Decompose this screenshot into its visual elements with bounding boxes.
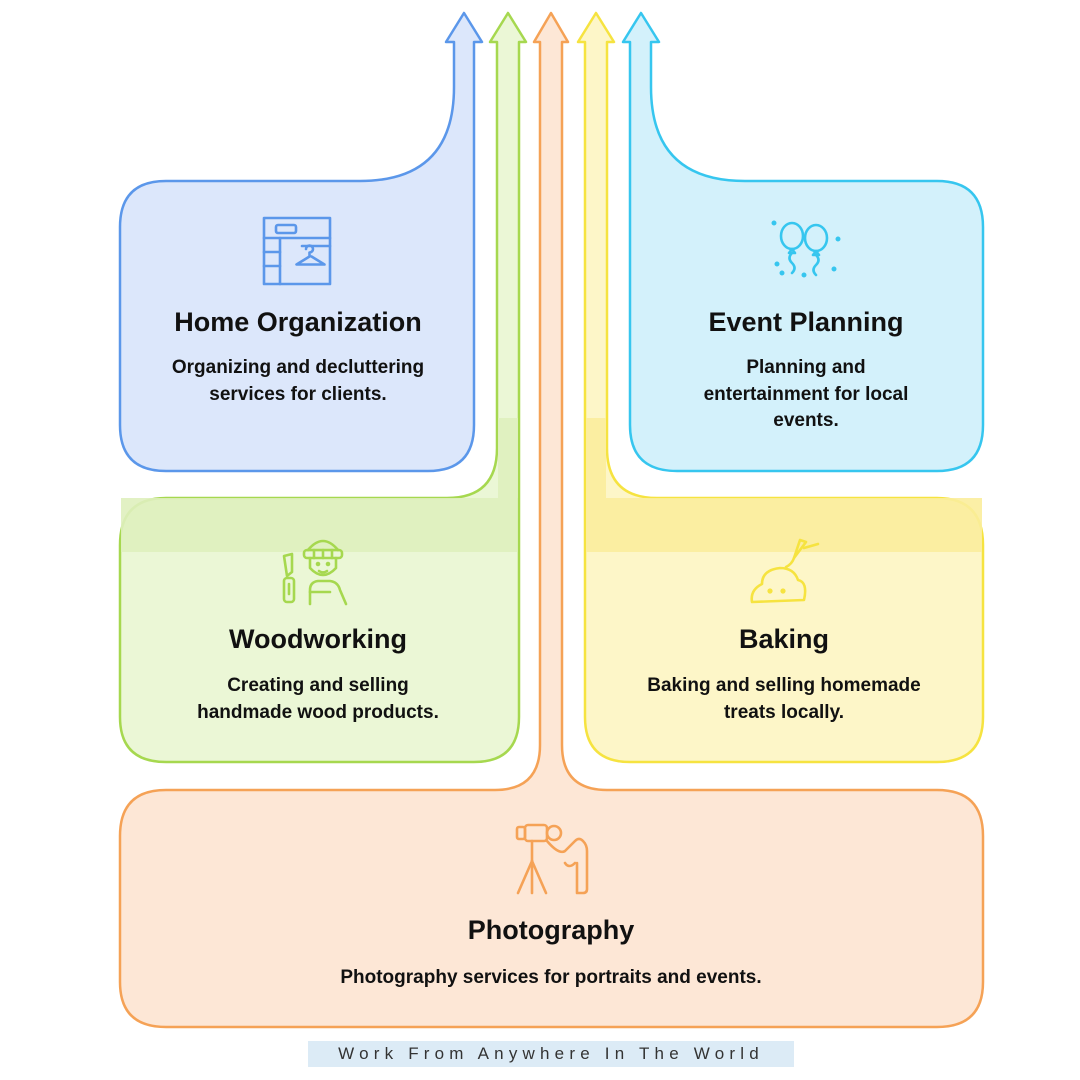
wardrobe-hanger-icon	[262, 216, 332, 286]
baking-shape	[576, 11, 985, 764]
event-planning-text: Event Planning Planning and entertainmen…	[661, 306, 951, 435]
footer-banner: Work From Anywhere In The World	[308, 1041, 794, 1067]
card-title: Event Planning	[708, 307, 904, 337]
card-title: Woodworking	[229, 624, 407, 654]
card-title: Home Organization	[174, 307, 422, 337]
photographer-camera-icon	[513, 823, 589, 895]
photography-text: Photography Photography services for por…	[220, 914, 882, 992]
card-description: Baking and selling homemade treats local…	[647, 675, 921, 723]
woodworking-stem-band	[498, 418, 518, 498]
baking-stem-band	[586, 418, 606, 498]
card-description: Creating and selling handmade wood produ…	[197, 675, 439, 723]
card-description: Photography services for portraits and e…	[340, 967, 762, 988]
woodworking-shape	[118, 11, 528, 764]
card-description: Planning and entertainment for local eve…	[703, 357, 909, 431]
photography-shape	[118, 11, 985, 1029]
home-organization-text: Home Organization Organizing and declutt…	[150, 306, 446, 408]
card-title: Photography	[467, 915, 635, 945]
home-organization-shape	[118, 11, 484, 473]
card-description: Organizing and decluttering services for…	[171, 357, 425, 405]
card-title: Baking	[738, 624, 830, 654]
carpenter-saw-icon	[280, 534, 354, 606]
baking-text: Baking Baking and selling homemade treat…	[614, 623, 954, 726]
dough-piping-icon	[748, 532, 822, 604]
balloons-icon	[771, 219, 841, 281]
woodworking-text: Woodworking Creating and selling handmad…	[150, 623, 486, 726]
baking-band	[586, 498, 982, 552]
